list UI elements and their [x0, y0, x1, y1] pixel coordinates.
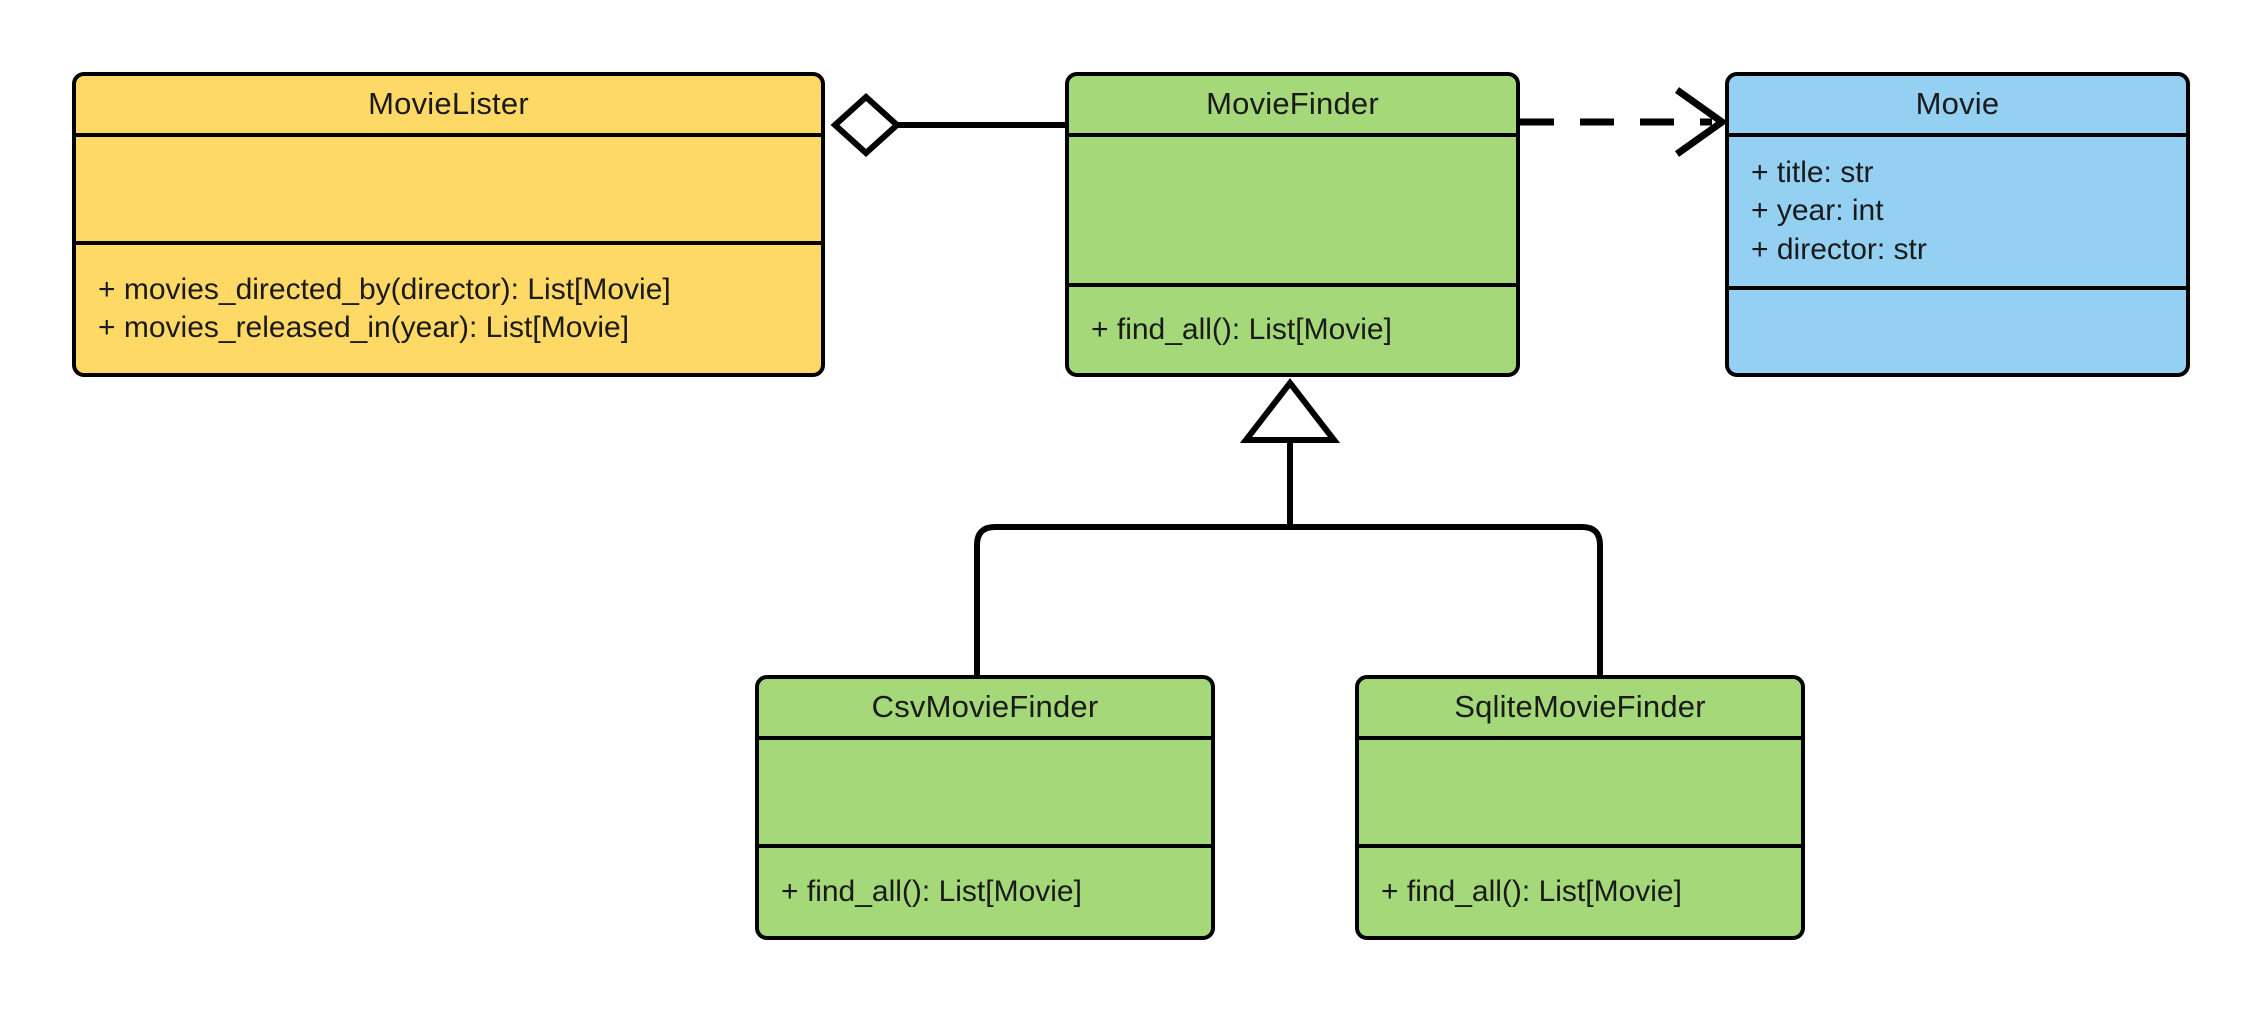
class-methods-compartment: + find_all(): List[Movie] — [1069, 283, 1516, 373]
class-methods-compartment — [1729, 286, 2186, 373]
class-box-movie-finder[interactable]: MovieFinder + find_all(): List[Movie] — [1065, 72, 1520, 377]
generalization-branch-bus — [974, 524, 1603, 675]
class-title-compartment: MovieFinder — [1069, 76, 1516, 133]
class-attributes-compartment — [759, 736, 1211, 844]
class-name-movie: Movie — [1915, 86, 2000, 122]
class-title-compartment: Movie — [1729, 76, 2186, 133]
class-title-compartment: SqliteMovieFinder — [1359, 679, 1801, 736]
open-arrow-icon — [1674, 87, 1729, 157]
class-name-csv-movie-finder: CsvMovieFinder — [871, 689, 1099, 725]
class-attributes-compartment — [1359, 736, 1801, 844]
class-box-movie[interactable]: Movie + title: str + year: int + directo… — [1725, 72, 2190, 377]
hollow-triangle-icon — [1239, 378, 1341, 443]
class-method: + find_all(): List[Movie] — [781, 874, 1082, 908]
class-attributes-compartment: + title: str + year: int + director: str — [1729, 133, 2186, 286]
class-attributes-compartment — [1069, 133, 1516, 283]
class-name-movie-finder: MovieFinder — [1206, 86, 1379, 122]
class-box-movie-lister[interactable]: MovieLister + movies_directed_by(directo… — [72, 72, 825, 377]
edge-dependency-finder-movie — [1520, 87, 1729, 157]
edge-generalization-tree — [974, 378, 1603, 675]
class-method: + movies_directed_by(director): List[Mov… — [98, 272, 671, 306]
class-method: + find_all(): List[Movie] — [1381, 874, 1682, 908]
class-name-sqlite-movie-finder: SqliteMovieFinder — [1454, 689, 1706, 725]
class-methods-compartment: + find_all(): List[Movie] — [1359, 844, 1801, 936]
edge-aggregation-lister-finder — [830, 92, 1065, 158]
class-attributes-compartment — [76, 133, 821, 241]
class-method: + movies_released_in(year): List[Movie] — [98, 311, 630, 344]
class-methods-compartment: + movies_directed_by(director): List[Mov… — [76, 241, 821, 373]
hollow-diamond-icon — [830, 92, 902, 158]
class-title-compartment: MovieLister — [76, 76, 821, 133]
class-attribute: + director: str — [1751, 232, 1927, 266]
class-box-csv-movie-finder[interactable]: CsvMovieFinder + find_all(): List[Movie] — [755, 675, 1215, 940]
class-attribute: + year: int — [1751, 194, 1884, 228]
class-methods-compartment: + find_all(): List[Movie] — [759, 844, 1211, 936]
class-box-sqlite-movie-finder[interactable]: SqliteMovieFinder + find_all(): List[Mov… — [1355, 675, 1805, 940]
class-attribute: + title: str — [1751, 155, 1874, 189]
class-title-compartment: CsvMovieFinder — [759, 679, 1211, 736]
class-name-movie-lister: MovieLister — [368, 86, 529, 122]
class-method: + find_all(): List[Movie] — [1091, 312, 1392, 346]
